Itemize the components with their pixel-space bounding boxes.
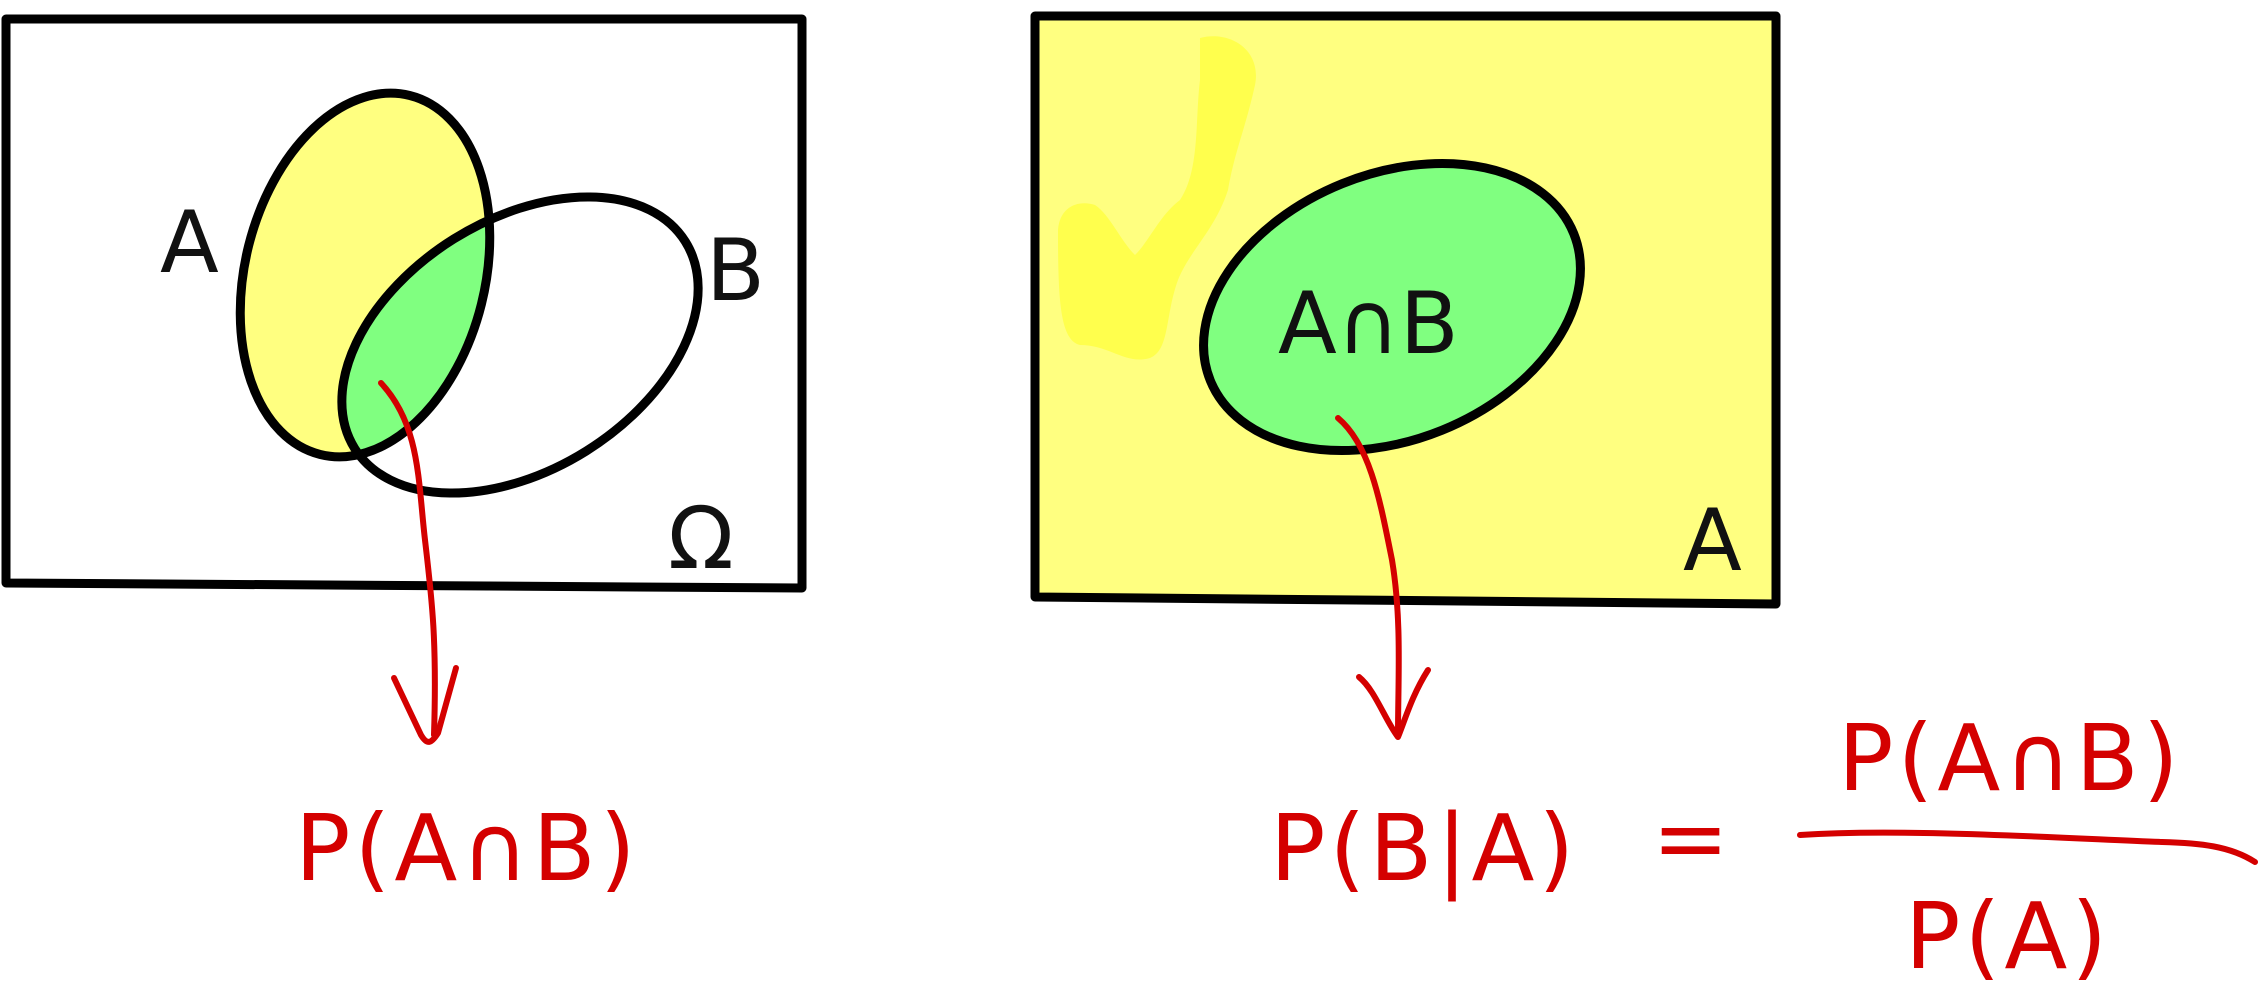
restricted-set-label: A [1683,491,1742,591]
fraction-numerator: P(A∩B) [1838,705,2183,812]
set-b-outline [337,192,703,498]
left-arrow-head [391,665,459,745]
set-a-outline [235,88,495,462]
set-b-label: B [706,221,765,321]
intersection-label: A∩B [1278,274,1459,374]
highlight-scribble [1058,36,1256,360]
right-box-outline [1030,11,1781,609]
left-pointer-arrow [378,380,438,738]
universe-rectangle [1,14,807,593]
right-arrow-head [1356,667,1431,740]
intersection-ellipse-fill [1203,163,1581,451]
left-venn-diagram: A B Ω P(A∩B) [1,14,807,902]
equals-sign: = [1652,785,1733,892]
conditional-probability-lhs: P(B|A) [1270,795,1578,902]
right-pointer-arrow [1335,415,1402,738]
universe-label: Ω [668,489,734,589]
intersection-ellipse-outline [1199,158,1585,456]
fraction-denominator: P(A) [1905,883,2111,990]
set-a-label: A [160,193,219,293]
left-formula: P(A∩B) [295,795,640,902]
right-venn-diagram: A∩B A P(B|A) = P(A∩B) P(A) [1030,11,2258,990]
fraction-bar [1797,829,2258,865]
